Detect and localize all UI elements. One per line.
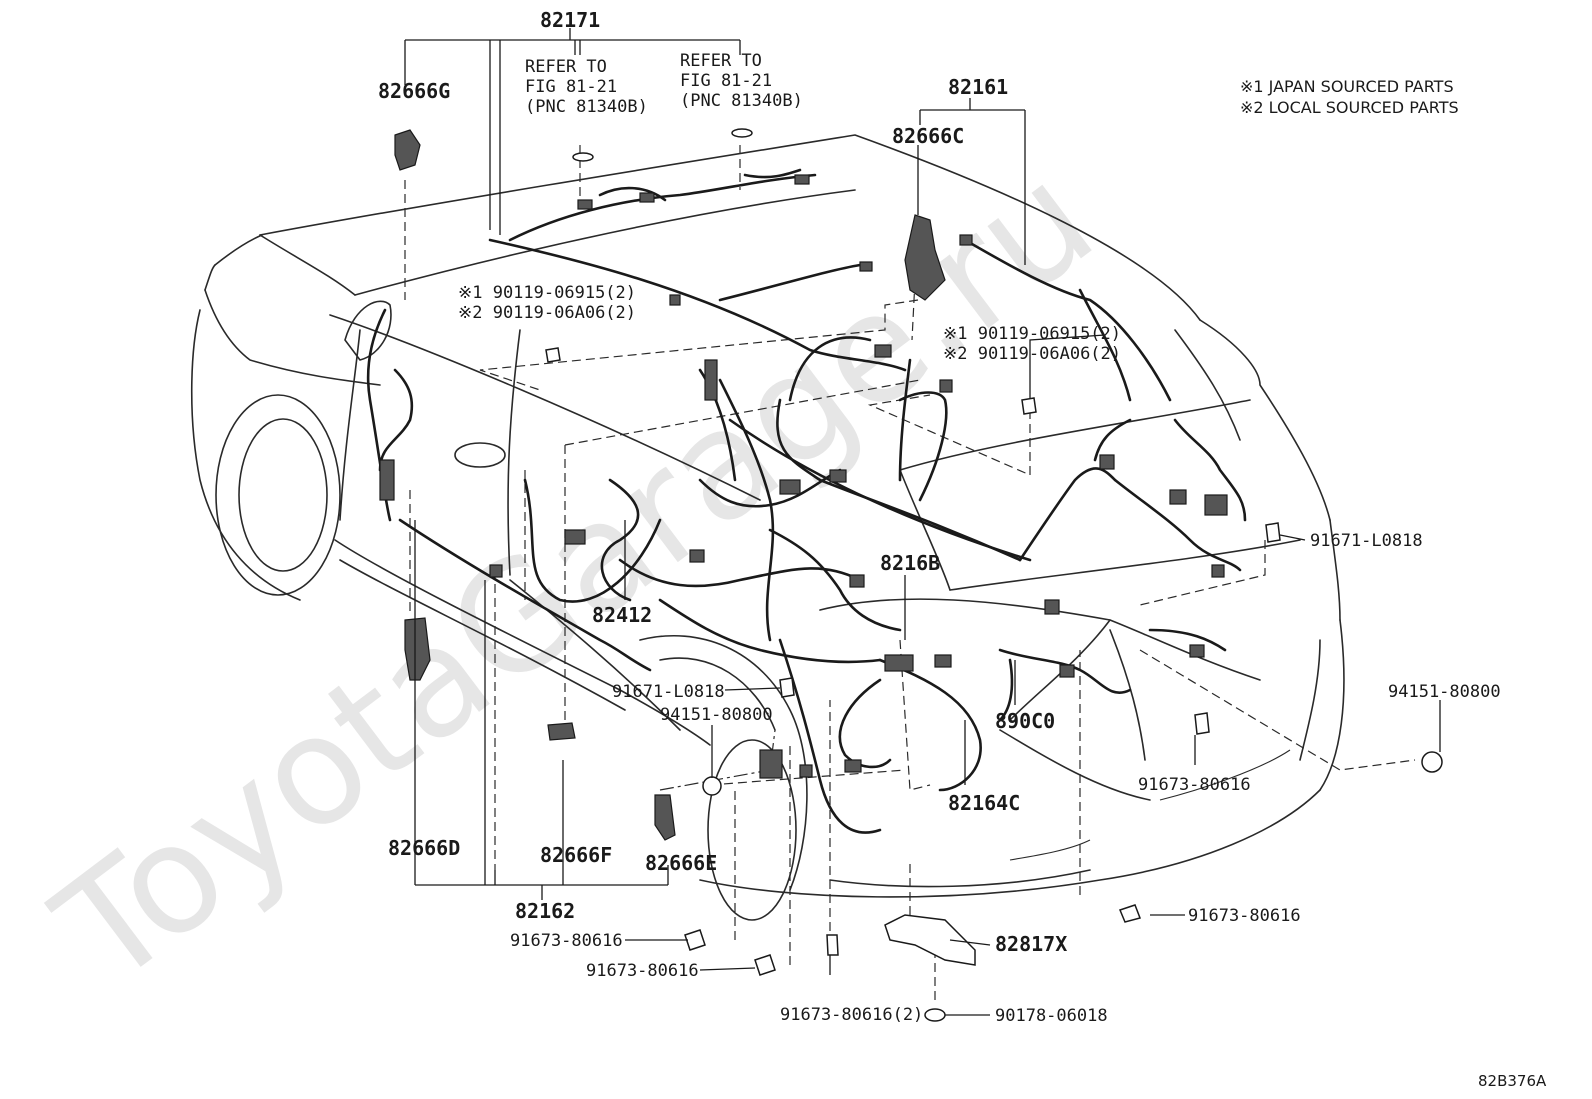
car-body xyxy=(190,134,1345,921)
label-82666C: 82666C xyxy=(892,124,964,148)
label-94151-right: 94151-80800 xyxy=(1388,682,1501,702)
label-890C0: 890C0 xyxy=(995,709,1055,733)
label-91671-right: 91671-L0818 xyxy=(1310,531,1423,551)
refer-note-1-line1: REFER TO xyxy=(525,57,607,77)
label-82666E: 82666E xyxy=(645,851,717,875)
label-82666F: 82666F xyxy=(540,843,612,867)
label-82164C: 82164C xyxy=(948,791,1020,815)
leader-lines xyxy=(404,28,1441,1016)
label-82412: 82412 xyxy=(592,603,652,627)
labels: 82171 82666G REFER TO FIG 81-21 (PNC 813… xyxy=(378,8,1547,1090)
label-91673-right-mid: 91673-80616 xyxy=(1138,775,1251,795)
label-8216B: 8216B xyxy=(880,551,940,575)
label-bolt-right-1: ※1 90119-06915(2) xyxy=(943,324,1121,344)
assembly-lines xyxy=(404,145,1416,1000)
refer-note-1-line2: FIG 81-21 xyxy=(525,77,617,97)
label-82161: 82161 xyxy=(948,75,1008,99)
refer-note-1-line3: (PNC 81340B) xyxy=(525,97,648,117)
parts xyxy=(379,128,1443,1022)
label-82817X: 82817X xyxy=(995,932,1067,956)
note-local-sourced: ※2 LOCAL SOURCED PARTS xyxy=(1240,98,1459,117)
label-82666G: 82666G xyxy=(378,79,450,103)
refer-note-2-line2: FIG 81-21 xyxy=(680,71,772,91)
label-94151-mid: 94151-80800 xyxy=(660,705,773,725)
label-82666D: 82666D xyxy=(388,836,460,860)
label-bolt-left-2: ※2 90119-06A06(2) xyxy=(458,303,636,323)
label-91673-left-2: 91673-80616 xyxy=(586,961,699,981)
label-91673-left-1: 91673-80616 xyxy=(510,931,623,951)
label-90178: 90178-06018 xyxy=(995,1006,1108,1026)
wire-harnesses xyxy=(366,168,1247,834)
label-bolt-left-1: ※1 90119-06915(2) xyxy=(458,283,636,303)
note-japan-sourced: ※1 JAPAN SOURCED PARTS xyxy=(1240,77,1454,96)
refer-note-2-line3: (PNC 81340B) xyxy=(680,91,803,111)
label-91673-right-low: 91673-80616 xyxy=(1188,906,1301,926)
label-91673-bottom: 91673-80616(2) xyxy=(780,1005,923,1025)
label-82171: 82171 xyxy=(540,8,600,32)
label-bolt-right-2: ※2 90119-06A06(2) xyxy=(943,344,1121,364)
refer-note-2-line1: REFER TO xyxy=(680,51,762,71)
figure-id: 82B376A xyxy=(1478,1072,1547,1090)
label-82162: 82162 xyxy=(515,899,575,923)
label-91671-mid: 91671-L0818 xyxy=(612,682,725,702)
